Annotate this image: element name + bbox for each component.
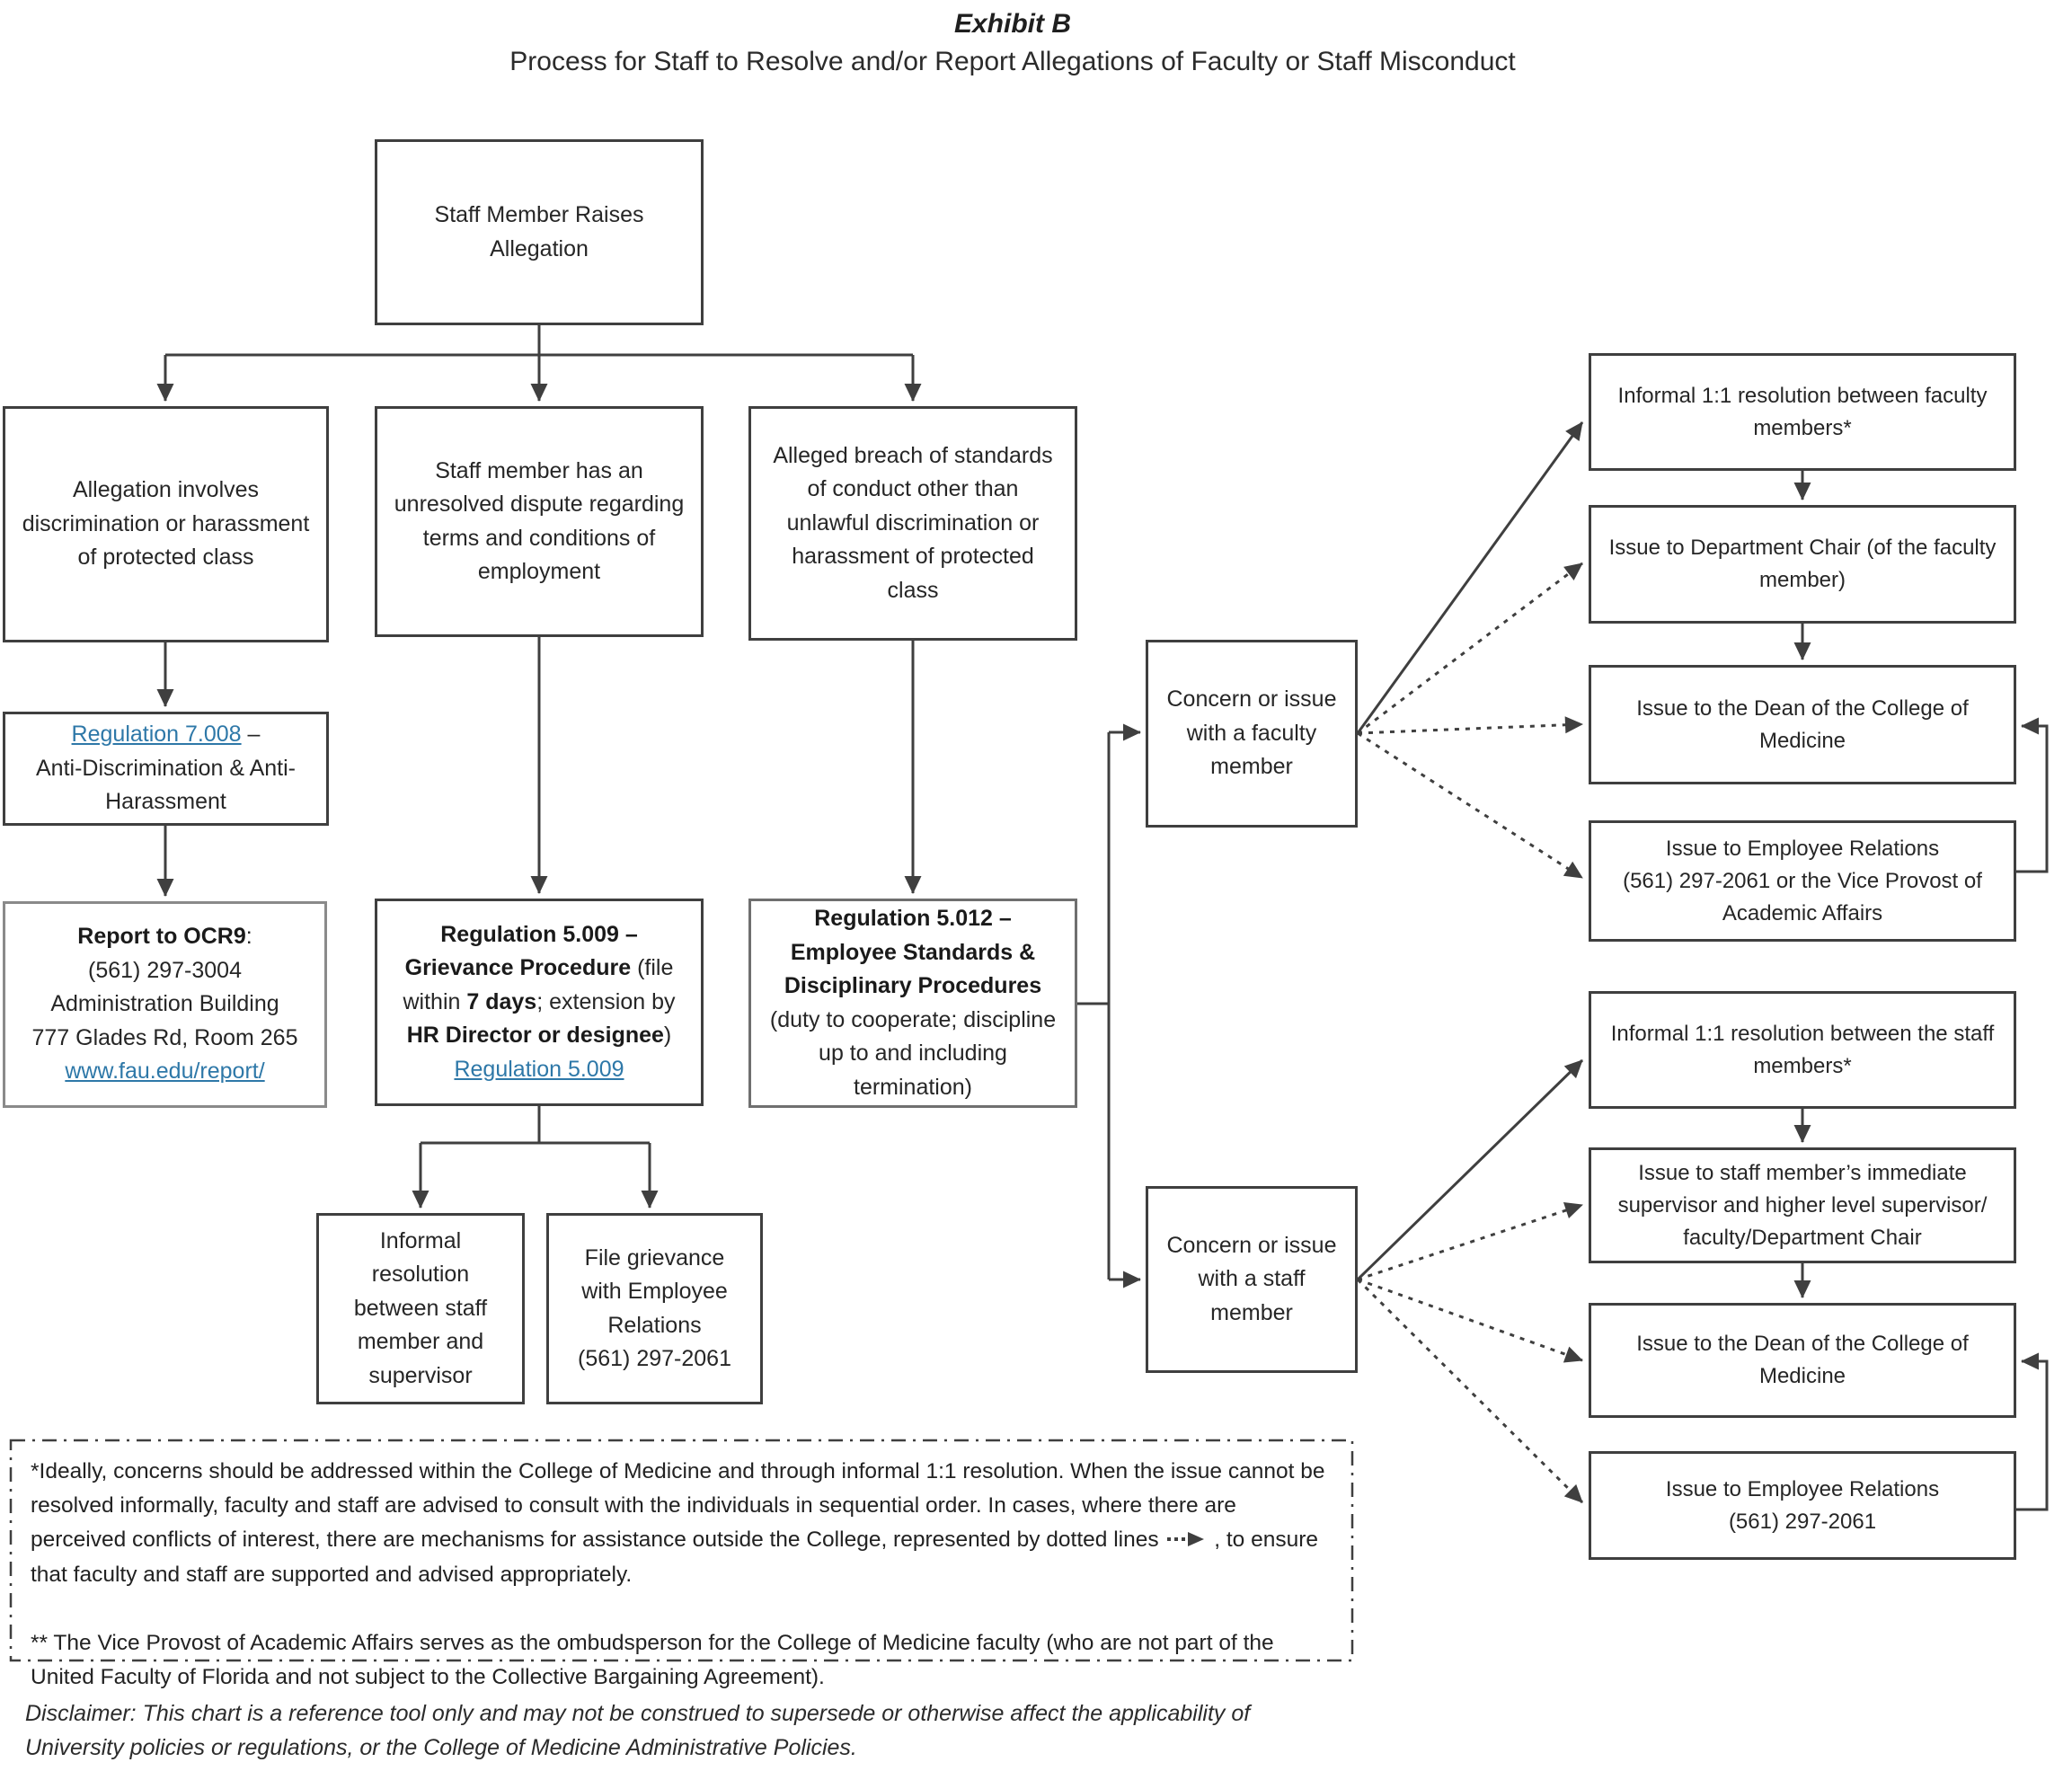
node-staff-raises-allegation: Staff Member Raises Allegation <box>375 139 704 325</box>
regulation-5009-link-line: Regulation 5.009 <box>392 1053 686 1087</box>
node-label: Issue to Employee Relations <box>1665 1476 1940 1501</box>
node-breach-of-standards: Alleged breach of standards of conduct o… <box>748 406 1077 641</box>
footnote-text: , to ensure that faculty and staff are s… <box>31 1527 1319 1587</box>
dash-text: – <box>241 722 261 748</box>
node-label: Concern or issue with a staff member <box>1166 1232 1337 1325</box>
phone-number: (561) 297-2061 <box>578 1346 731 1371</box>
node-label-line2: (561) 297-2061 <box>1728 1509 1877 1534</box>
bold-text: Regulation 5.009 – Grievance Procedure <box>404 921 638 981</box>
node-label: Concern or issue with a faculty member <box>1166 686 1337 780</box>
node-label: Issue to Employee Relations <box>1665 836 1940 861</box>
node-label: Issue to the Dean of the College of Medi… <box>1636 1332 1969 1388</box>
node-regulation-5012: Regulation 5.012 – Employee Standards & … <box>748 899 1077 1108</box>
node-faculty-dean: Issue to the Dean of the College of Medi… <box>1589 665 2016 784</box>
regulation-7008-link[interactable]: Regulation 7.008 <box>71 722 242 748</box>
node-faculty-department-chair: Issue to Department Chair (of the facult… <box>1589 505 2016 624</box>
node-label: Informal resolution between staff member… <box>353 1227 488 1388</box>
footnote-paragraph-2: ** The Vice Provost of Academic Affairs … <box>31 1630 1274 1689</box>
node-staff-dean: Issue to the Dean of the College of Medi… <box>1589 1303 2016 1418</box>
node-file-grievance: File grievance with Employee Relations (… <box>546 1213 763 1404</box>
colon-text: : <box>245 924 252 950</box>
building-line: Administration Building <box>50 991 279 1017</box>
node-allegation-discrimination: Allegation involves discrimination or ha… <box>3 406 329 642</box>
node-label: Regulation 5.012 – Employee Standards & … <box>766 902 1060 1104</box>
node-report-to-ocr9: Report to OCR9: (561) 297-3004 Administr… <box>3 901 327 1108</box>
bold-text: HR Director or designee <box>406 1023 664 1049</box>
bold-text: Regulation 5.012 – Employee Standards & … <box>784 906 1042 998</box>
bold-text: 7 days <box>466 988 537 1014</box>
normal-text: ; extension by <box>536 988 676 1014</box>
node-label: Alleged breach of standards of conduct o… <box>773 442 1053 603</box>
node-label: Informal 1:1 resolution between the staf… <box>1610 1021 1995 1078</box>
dotted-arrow-icon <box>1166 1524 1206 1558</box>
node-label: Informal 1:1 resolution between faculty … <box>1617 383 1988 440</box>
address-line: 777 Glades Rd, Room 265 <box>31 1024 298 1050</box>
node-label: Report to OCR9: <box>20 920 310 954</box>
disclaimer-text: Disclaimer: This chart is a reference to… <box>25 1701 1251 1760</box>
node-label: Regulation 5.009 – Grievance Procedure (… <box>392 918 686 1053</box>
chart-title: Exhibit B Process for Staff to Resolve a… <box>0 9 2025 77</box>
report-url-line: www.fau.edu/report/ <box>20 1055 310 1089</box>
node-label: Anti-Discrimination & Anti-Harassment <box>36 755 296 815</box>
phone-number: (561) 297-3004 <box>88 957 242 983</box>
node-unresolved-dispute: Staff member has an unresolved dispute r… <box>375 406 704 637</box>
regulation-5009-link[interactable]: Regulation 5.009 <box>454 1056 624 1082</box>
node-label: Staff Member Raises Allegation <box>434 202 644 261</box>
node-label: Allegation involves discrimination or ha… <box>22 477 310 571</box>
node-faculty-informal-resolution: Informal 1:1 resolution between faculty … <box>1589 353 2016 471</box>
fau-report-link[interactable]: www.fau.edu/report/ <box>65 1058 265 1085</box>
node-staff-informal-resolution: Informal 1:1 resolution between the staf… <box>1589 991 2016 1109</box>
footnote-box: *Ideally, concerns should be addressed w… <box>11 1440 1352 1689</box>
node-label: Issue to the Dean of the College of Medi… <box>1636 695 1969 753</box>
exhibit-label: Exhibit B <box>953 9 1071 39</box>
footnote-text: *Ideally, concerns should be addressed w… <box>31 1459 1325 1552</box>
node-concern-faculty-member: Concern or issue with a faculty member <box>1146 640 1358 828</box>
node-label: Staff member has an unresolved dispute r… <box>394 457 685 585</box>
node-staff-immediate-supervisor: Issue to staff member’s immediate superv… <box>1589 1147 2016 1263</box>
node-staff-employee-relations: Issue to Employee Relations (561) 297-20… <box>1589 1451 2016 1560</box>
footnote-paragraph-1: *Ideally, concerns should be addressed w… <box>31 1455 1333 1592</box>
bold-text: Report to OCR9 <box>77 924 246 950</box>
node-informal-resolution-supervisor: Informal resolution between staff member… <box>316 1213 525 1404</box>
normal-text: (duty to cooperate; discipline up to and… <box>769 1006 1057 1100</box>
normal-text: (file within <box>403 955 674 1014</box>
normal-text: ) <box>663 1023 672 1049</box>
node-concern-staff-member: Concern or issue with a staff member <box>1146 1186 1358 1373</box>
node-regulation-7008: Regulation 7.008 – Anti-Discrimination &… <box>3 712 329 826</box>
node-regulation-5009: Regulation 5.009 – Grievance Procedure (… <box>375 899 704 1106</box>
node-label: Issue to Department Chair (of the facult… <box>1608 536 1997 592</box>
node-faculty-employee-relations: Issue to Employee Relations (561) 297-20… <box>1589 820 2016 942</box>
node-label-line2: (561) 297-2061 or the Vice Provost of Ac… <box>1623 868 1982 925</box>
node-label: Regulation 7.008 – <box>20 718 312 752</box>
chart-subtitle: Process for Staff to Resolve and/or Repo… <box>509 47 1516 76</box>
node-label: File grievance with Employee Relations <box>581 1244 728 1338</box>
node-label: Issue to staff member’s immediate superv… <box>1617 1160 1988 1250</box>
